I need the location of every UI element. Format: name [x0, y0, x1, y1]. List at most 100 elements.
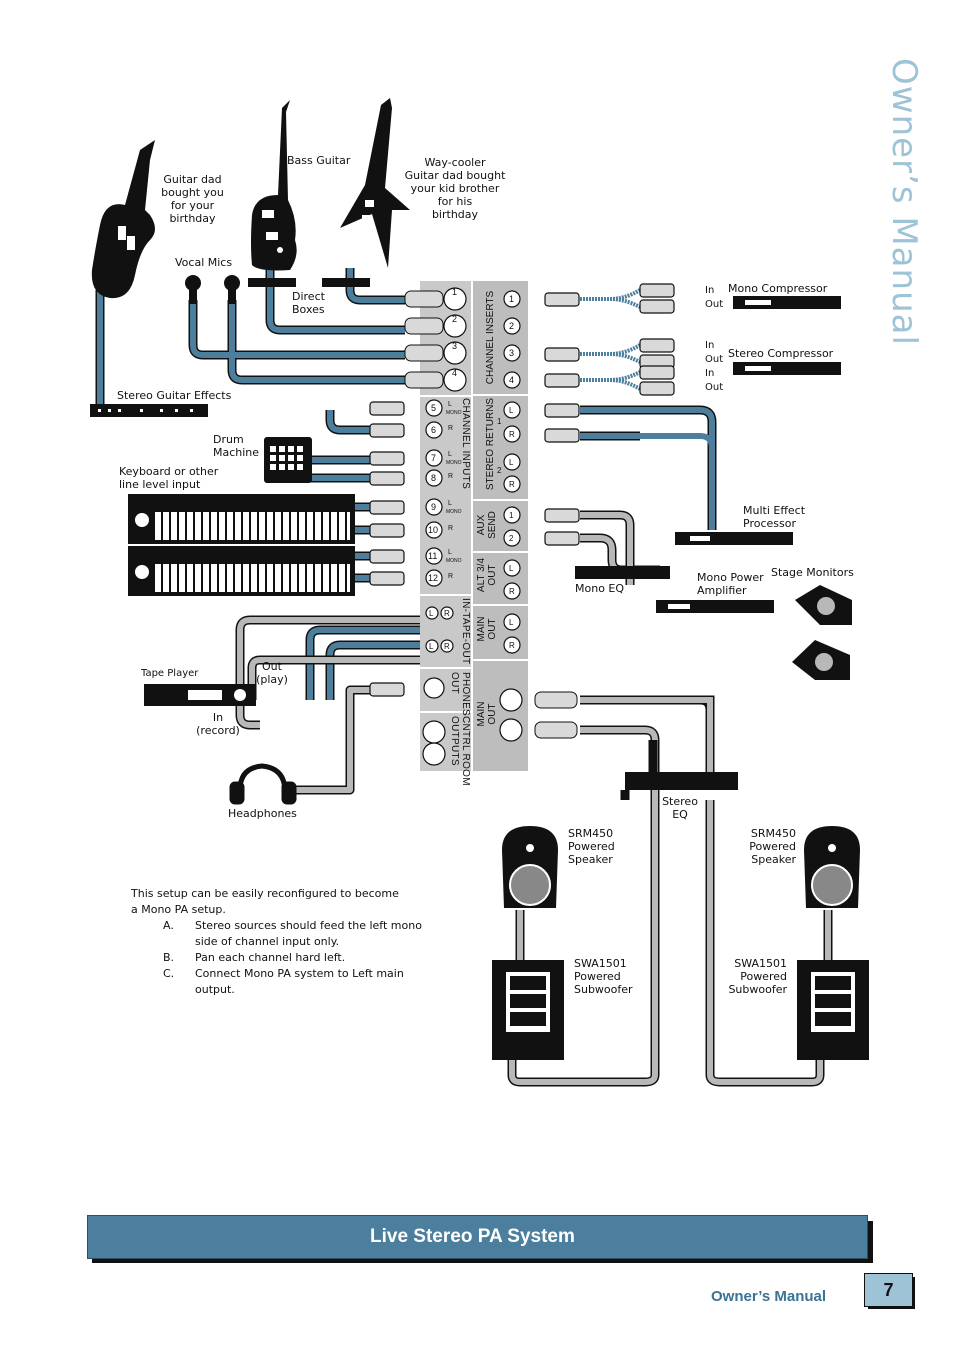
rack-details: [668, 300, 771, 609]
ret-num-1: 1: [497, 417, 502, 426]
banner-title: Live Stereo PA System: [370, 1226, 575, 1247]
stereo-eq-label: Stereo EQ: [662, 795, 698, 821]
drum-machine-shape: [264, 437, 312, 483]
mono-setup-note: This setup can be easily reconfigured to…: [131, 886, 435, 998]
stereo-comp-in1: In: [705, 340, 715, 351]
note-key: A.: [163, 919, 174, 932]
guitar-3-label: Way-cooler Guitar dad bought your kid br…: [404, 156, 506, 221]
direct-box-1: [248, 278, 296, 287]
drum-machine-label: Drum Machine: [213, 433, 260, 459]
ch7-mono: MONO: [446, 460, 462, 466]
note-text: Connect Mono PA system to Left main outp…: [195, 967, 404, 996]
rack-units: [575, 296, 841, 790]
ret-num-2: 2: [497, 466, 502, 475]
ch8-r: R: [448, 473, 454, 480]
ch9-mono: MONO: [446, 509, 462, 515]
insert-cables: [580, 288, 642, 391]
vocal-mic-shapes: [185, 275, 240, 304]
xlr-jacks: [443, 287, 467, 392]
ret-r1: R: [509, 430, 515, 439]
stands: [517, 910, 831, 960]
tape-r1: R: [444, 609, 450, 618]
tape-l1: L: [429, 609, 434, 618]
quarter-jacks: [422, 290, 523, 766]
ret-l2: L: [509, 458, 514, 467]
xlr-3: 3: [452, 341, 458, 351]
guitar-2-shape: [251, 100, 297, 271]
section-banner: Live Stereo PA System: [87, 1215, 868, 1259]
headphones-shape: [229, 763, 297, 805]
channel-5: 5: [431, 403, 437, 413]
blue-cables: [97, 268, 715, 700]
ch11-mono: MONO: [446, 558, 462, 564]
bass-guitar-label: Bass Guitar: [287, 154, 351, 167]
mono-comp-out: Out: [705, 299, 724, 310]
xlr-1: 1: [452, 287, 458, 297]
footer-label: Owner’s Manual: [711, 1288, 827, 1305]
guitar-1-label: Guitar dad bought you for your birthday: [161, 173, 224, 225]
note-intro: This setup can be easily reconfigured to…: [131, 887, 399, 916]
insert-3: 3: [509, 348, 515, 358]
alt-l: L: [509, 564, 514, 573]
tape-r2: R: [444, 642, 450, 651]
note-text: Stereo sources should feed the left mono…: [195, 919, 422, 948]
page-number: 7: [864, 1273, 913, 1307]
phones-out-label: PHONES OUT: [449, 672, 471, 717]
tape-player-shape: [144, 684, 256, 706]
ch10-r: R: [448, 525, 454, 532]
channel-inserts-label: CHANNEL INSERTS: [485, 290, 496, 385]
multi-fx-label: Multi Effect Processor: [743, 504, 806, 530]
keyboard-shapes: [128, 494, 355, 596]
mono-comp-in: In: [705, 285, 715, 296]
ch12-r: R: [448, 573, 454, 580]
stage-monitor-shapes: [792, 585, 852, 680]
blue-cables-more: [580, 433, 715, 449]
channel-7: 7: [431, 453, 437, 463]
main-cables-outline: [580, 695, 715, 775]
aux-1: 1: [509, 511, 514, 520]
mixer-panel: [420, 281, 528, 771]
note-text: Pan each channel hard left.: [195, 951, 346, 964]
stereo-returns-label: STEREO RETURNS: [485, 397, 496, 491]
tape-out-label: Out (play): [256, 660, 288, 686]
srm-left-label: SRM450 Powered Speaker: [568, 827, 615, 866]
ch5-l: L: [448, 401, 452, 408]
stereo-comp-out1: Out: [705, 354, 724, 365]
ch11-l: L: [448, 549, 452, 556]
direct-boxes-label: Direct Boxes: [292, 290, 325, 316]
page-number-box: 7: [864, 1273, 915, 1309]
main-r: R: [509, 641, 515, 650]
guitar-3-shape: [340, 98, 410, 268]
main-cables: [580, 697, 713, 775]
alt-out-label: ALT 3/4 OUT: [476, 557, 498, 593]
swa1501-shapes: [492, 960, 869, 1060]
direct-box-2: [322, 278, 370, 287]
in-tape-out-label: IN-TAPE-OUT: [460, 598, 471, 665]
stereo-comp-label: Stereo Compressor: [728, 347, 834, 360]
keyboard-label: Keyboard or other line level input: [119, 465, 219, 491]
aux-2: 2: [509, 534, 514, 543]
channel-6: 6: [431, 425, 437, 435]
srm-right-label: SRM450 Powered Speaker: [749, 827, 796, 866]
cntrl-room-outputs-label: CNTRL ROOM OUTPUTS: [449, 716, 471, 786]
insert-4: 4: [509, 375, 515, 385]
mono-eq-label: Mono EQ: [575, 582, 625, 595]
aux-send-label: AUX SEND: [476, 511, 498, 539]
note-key: B.: [163, 951, 175, 964]
ret-l1: L: [509, 406, 514, 415]
channel-12: 12: [428, 573, 439, 583]
note-key: C.: [163, 967, 175, 980]
mono-amp-label: Mono Power Amplifier: [697, 571, 764, 597]
channel-8: 8: [431, 473, 437, 483]
tape-player-label: Tape Player: [141, 668, 199, 679]
channel-9: 9: [431, 502, 437, 512]
xlr-4: 4: [452, 368, 458, 378]
channel-10: 10: [428, 525, 439, 535]
note-item: A. Stereo sources should feed the left mo…: [131, 918, 435, 950]
swa-left-label: SWA1501 Powered Subwoofer: [574, 957, 633, 996]
stereo-guitar-effects-shape: [90, 404, 208, 417]
ch6-r: R: [448, 425, 454, 432]
mono-comp-label: Mono Compressor: [728, 282, 828, 295]
ret-r2: R: [509, 480, 515, 489]
